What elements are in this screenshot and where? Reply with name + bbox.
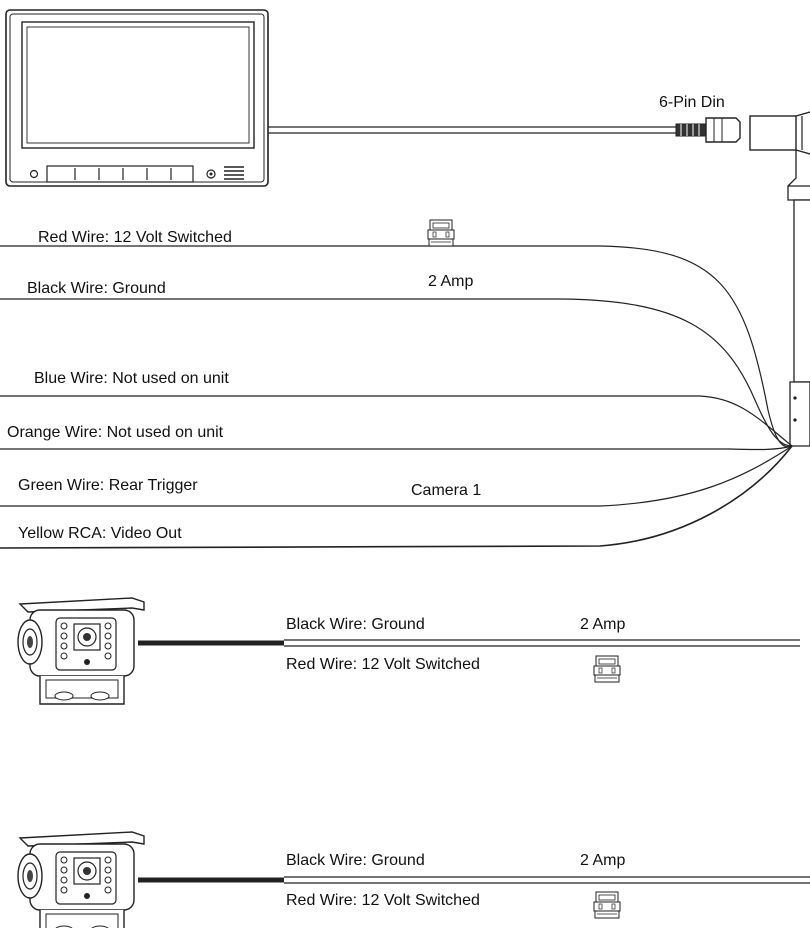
camera-cable: [138, 876, 810, 884]
monitor-cable: [268, 126, 676, 134]
fuse-icon: [427, 219, 455, 247]
fuse-label: 2 Amp: [428, 273, 474, 290]
yellow-rca-label: Yellow RCA: Video Out: [18, 525, 182, 542]
camera-icon: [17, 597, 145, 705]
orange-wire-label: Orange Wire: Not used on unit: [7, 424, 224, 441]
monitor: [5, 9, 269, 187]
camera-black-wire-label: Black Wire: Ground: [286, 616, 425, 633]
six-pin-din-connector: [675, 111, 810, 155]
power-led-icon: [29, 169, 39, 179]
harness-trunk: [787, 150, 810, 447]
fuse-icon: [593, 655, 621, 683]
monitor-buttons: [46, 165, 194, 183]
camera-icon: [17, 831, 145, 928]
camera-red-wire-label: Red Wire: 12 Volt Switched: [286, 656, 480, 673]
camera-cable: [138, 639, 800, 647]
speaker-grille-icon: [224, 166, 244, 180]
harness-wires: [0, 245, 793, 549]
green-wire-label: Green Wire: Rear Trigger: [18, 477, 198, 494]
blue-wire-label: Blue Wire: Not used on unit: [34, 370, 229, 387]
camera-fuse-label: 2 Amp: [580, 616, 626, 633]
camera-fuse-label: 2 Amp: [580, 852, 626, 869]
black-wire-label: Black Wire: Ground: [27, 280, 166, 297]
sensor-icon: [206, 169, 216, 179]
fuse-icon: [593, 891, 621, 919]
six-pin-din-label: 6-Pin Din: [659, 94, 725, 111]
camera-black-wire-label: Black Wire: Ground: [286, 852, 425, 869]
red-wire-label: Red Wire: 12 Volt Switched: [38, 229, 232, 246]
camera-1-label: Camera 1: [411, 482, 482, 499]
camera-red-wire-label: Red Wire: 12 Volt Switched: [286, 892, 480, 909]
